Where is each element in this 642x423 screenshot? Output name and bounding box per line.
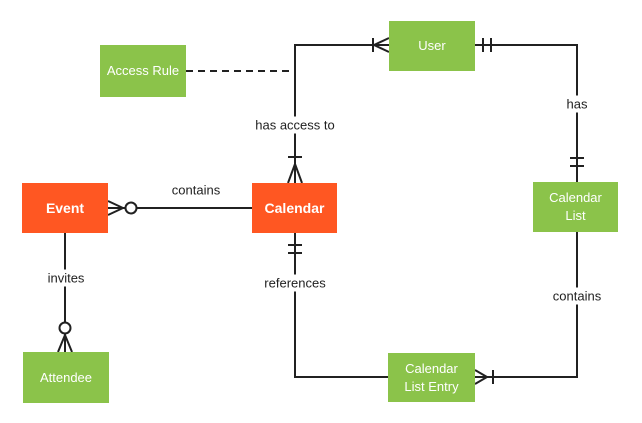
entity-calendar-label: Calendar (264, 199, 325, 216)
relationship-label-has: has (562, 95, 592, 113)
connector-event-calendar (107, 200, 252, 216)
connector-user-calendar (287, 37, 390, 184)
entity-user[interactable]: User (389, 21, 475, 71)
entity-event-label: Event (45, 199, 85, 216)
relationship-label-invites: invites (43, 269, 89, 287)
connector-user-calendar-list (475, 38, 584, 182)
entity-user-label: User (418, 38, 446, 54)
entity-attendee[interactable]: Attendee (23, 352, 109, 403)
entity-attendee-label: Attendee (39, 369, 93, 385)
entity-event[interactable]: Event (22, 183, 108, 233)
entity-calendar-list[interactable]: Calendar List (533, 182, 618, 232)
relationship-label-contains-entries: contains (548, 287, 606, 305)
entity-calendar-list-entry-label: Calendar List Entry (404, 360, 459, 394)
entity-calendar-list-label: Calendar List (549, 190, 602, 223)
relationship-label-has-access-to: has access to (251, 116, 339, 134)
entity-calendar[interactable]: Calendar (252, 183, 337, 233)
relationship-label-references: references (260, 274, 330, 292)
entity-access-rule[interactable]: Access Rule (100, 45, 186, 97)
connector-event-attendee (57, 233, 73, 353)
entity-calendar-list-entry[interactable]: Calendar List Entry (388, 353, 475, 402)
relationship-label-contains-events: contains (171, 182, 221, 198)
connector-calendar-list-entry-calendar-list (474, 232, 578, 385)
entity-access-rule-label: Access Rule (106, 63, 180, 79)
connector-calendar-calendar-list-entry (288, 233, 388, 378)
